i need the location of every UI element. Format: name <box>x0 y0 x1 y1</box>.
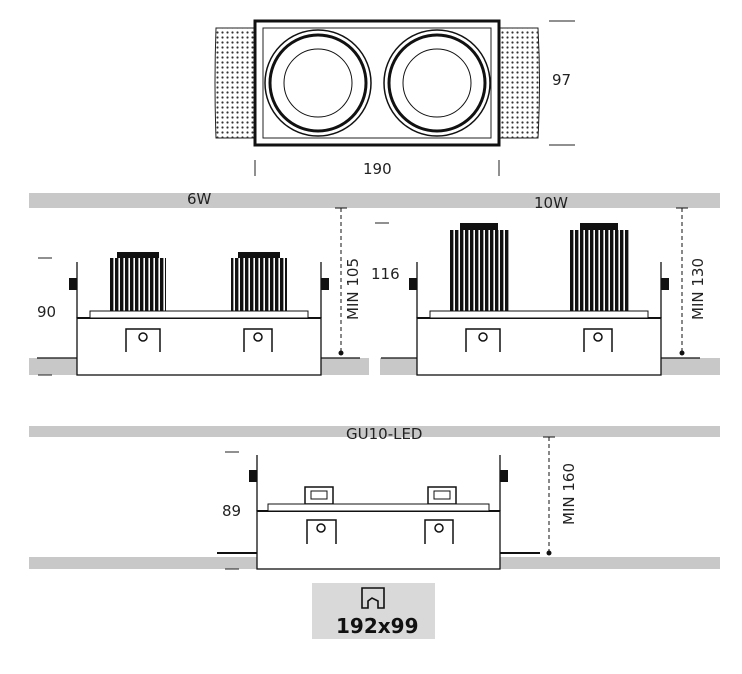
height-gu10: 89 <box>222 502 241 520</box>
cutout-icon <box>361 587 385 609</box>
cutout-label: 192x99 <box>336 614 418 638</box>
height-10w: 116 <box>371 265 400 283</box>
label-6w: 6W <box>187 190 212 208</box>
section-6w: 90 MIN 105 <box>37 207 362 376</box>
top-view: 97 190 <box>214 19 575 178</box>
cutout-box: 192x99 <box>312 583 435 639</box>
width-dimension: 190 <box>363 160 392 178</box>
height-6w: 90 <box>37 303 56 321</box>
section-gu10: 89 MIN 160 <box>217 436 578 570</box>
top-frame <box>253 19 501 147</box>
right-flange <box>498 27 540 139</box>
ceiling-bar-top <box>29 193 720 208</box>
min-10w: MIN 130 <box>689 258 707 320</box>
lens-right <box>383 29 491 137</box>
left-flange <box>214 27 256 139</box>
height-dimension: 97 <box>552 71 571 89</box>
section-10w: 116 MIN 130 <box>371 207 707 376</box>
min-6w: MIN 105 <box>344 258 362 320</box>
lens-left <box>264 29 372 137</box>
label-10w: 10W <box>534 194 568 212</box>
label-gu10: GU10-LED <box>346 425 423 443</box>
min-gu10: MIN 160 <box>560 463 578 525</box>
ceiling-bar-gu10-top <box>29 426 720 437</box>
